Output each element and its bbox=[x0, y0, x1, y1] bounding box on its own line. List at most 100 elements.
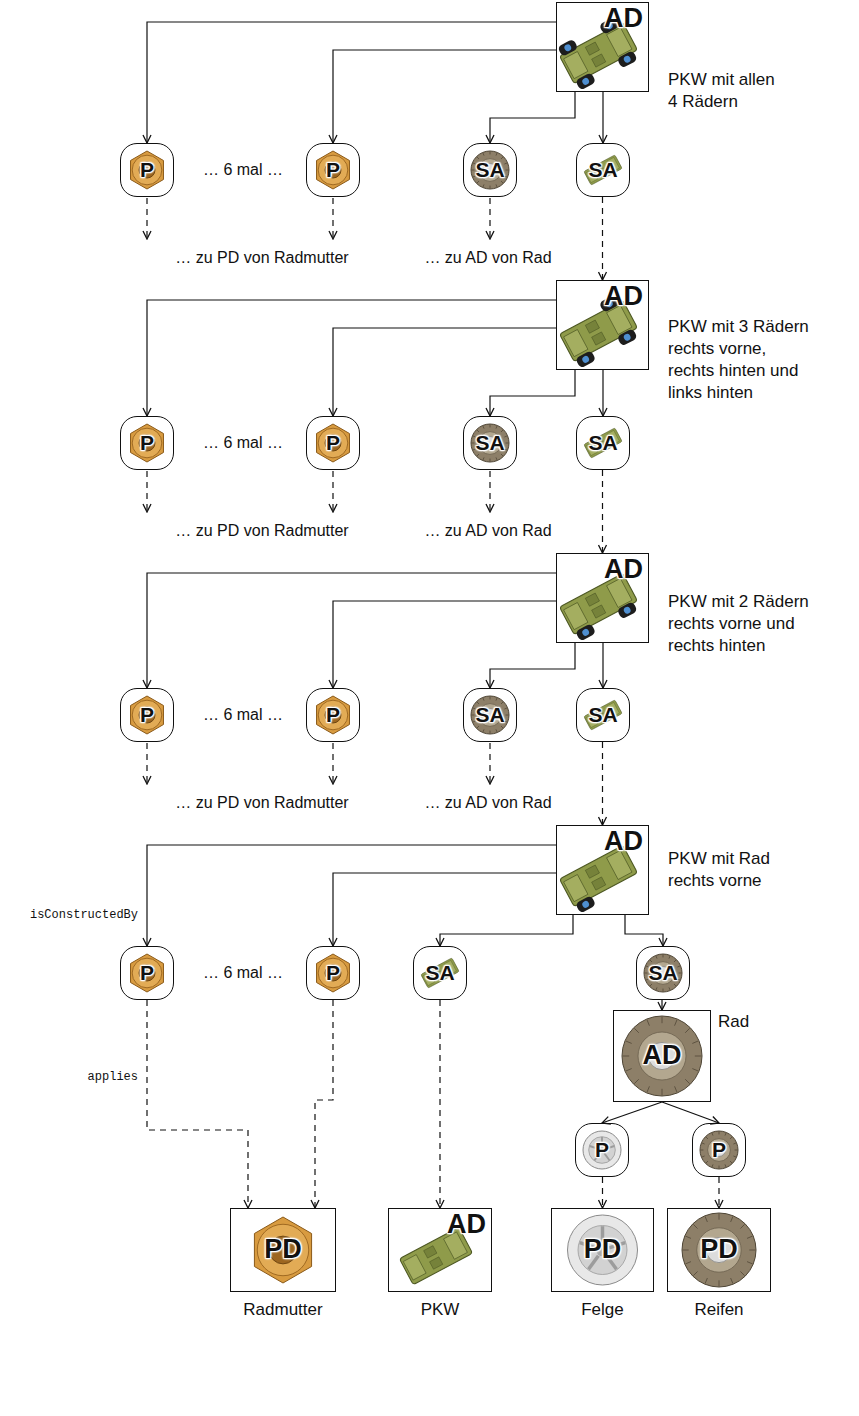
tire-tread bbox=[700, 1150, 703, 1151]
tire-tread bbox=[719, 1131, 720, 1134]
applies-arrow bbox=[718, 1177, 719, 1208]
tire-body bbox=[700, 1131, 738, 1169]
text-slot: AD bbox=[604, 827, 643, 857]
tire-tread bbox=[490, 151, 491, 154]
sub-assembly-occurrence: SA bbox=[576, 688, 630, 742]
tire-tread bbox=[504, 708, 507, 709]
tire-tread bbox=[504, 176, 507, 177]
tire-tread bbox=[735, 1150, 738, 1151]
tire-tread bbox=[702, 1143, 705, 1144]
reference-note: … 6 mal … bbox=[201, 161, 285, 179]
sub-assembly-occurrence: SA bbox=[413, 946, 467, 1000]
node-type-label: AD bbox=[447, 1210, 486, 1240]
nut-illustration bbox=[317, 424, 350, 462]
node-type-label: P bbox=[712, 1138, 726, 1161]
composition-arrow bbox=[602, 1102, 662, 1123]
tire-tread bbox=[496, 698, 497, 701]
node-type-label: SA bbox=[475, 158, 504, 181]
nut-illustration bbox=[317, 696, 350, 734]
car-wheel bbox=[617, 50, 638, 68]
tire-tread bbox=[686, 1262, 691, 1264]
part-occurrence: P bbox=[120, 416, 174, 470]
car-illustration bbox=[584, 700, 622, 730]
node-type-label: SA bbox=[588, 431, 617, 454]
car-wheel bbox=[575, 895, 596, 913]
nut-illustration bbox=[131, 696, 164, 734]
nut-illustration bbox=[131, 151, 164, 189]
tire-tread bbox=[647, 1020, 649, 1026]
nut-body bbox=[131, 696, 164, 734]
tire-tread bbox=[692, 1041, 698, 1043]
composition-arrow bbox=[602, 92, 603, 143]
node-type-label: PD bbox=[584, 1235, 622, 1265]
car-wheel bbox=[575, 350, 596, 368]
text-slot: SA bbox=[577, 144, 629, 196]
label-holder: … 6 mal … bbox=[201, 434, 285, 452]
tire-tread bbox=[705, 1278, 707, 1283]
tire-tread bbox=[504, 163, 507, 164]
assembly-definition-box: ADPKW bbox=[388, 1208, 492, 1292]
car-illustration bbox=[584, 155, 622, 185]
nut-illustration bbox=[317, 151, 350, 189]
tire-tread bbox=[662, 1089, 663, 1095]
car-hood bbox=[564, 330, 588, 357]
tire-tread bbox=[623, 1056, 629, 1057]
text-slot: Reifen bbox=[638, 1299, 800, 1321]
part-definition-box: PDRadmutter bbox=[230, 1208, 336, 1292]
node-type-label: P bbox=[140, 431, 154, 454]
node-type-label: AD bbox=[604, 282, 643, 312]
tire-tread bbox=[705, 1217, 707, 1222]
tire-tread bbox=[504, 449, 507, 450]
car-wheel bbox=[557, 39, 578, 57]
node-type-label: SA bbox=[475, 703, 504, 726]
car-body bbox=[584, 700, 622, 730]
node-type-label: P bbox=[140, 158, 154, 181]
car-wheel-hub bbox=[581, 900, 590, 909]
car-seat bbox=[585, 593, 599, 606]
car-seat bbox=[585, 320, 599, 333]
text-slot: SA bbox=[637, 947, 689, 999]
tire-tread bbox=[669, 956, 670, 959]
tire-tread bbox=[496, 153, 497, 156]
car-seat bbox=[592, 332, 606, 345]
reference-note: … zu AD von Rad bbox=[422, 794, 553, 812]
assembly-definition-box: ADPKW mit 3 Rädern rechts vorne, rechts … bbox=[556, 280, 649, 370]
tire-tread bbox=[634, 1079, 639, 1084]
text-slot: PKW bbox=[359, 1299, 521, 1321]
nut-ring bbox=[132, 155, 162, 185]
tire-tread bbox=[685, 1028, 690, 1033]
part-occurrence: P bbox=[306, 143, 360, 197]
nut-illustration bbox=[131, 954, 164, 992]
edge-label-holder: applies bbox=[86, 1070, 140, 1084]
car-wheel bbox=[575, 623, 596, 641]
text-slot: P bbox=[307, 689, 359, 741]
composition-arrow bbox=[333, 601, 556, 688]
car-hood bbox=[564, 875, 588, 902]
tire-tread bbox=[730, 1137, 732, 1139]
text-slot: PD bbox=[231, 1209, 335, 1291]
tire-tread bbox=[634, 1028, 639, 1033]
node-type-label: PD bbox=[264, 1235, 302, 1265]
part-definition-box: PDReifen bbox=[667, 1208, 771, 1292]
continuation-arrow bbox=[332, 743, 333, 784]
rim-inner bbox=[578, 1226, 627, 1275]
tire-tread bbox=[656, 987, 657, 990]
tire-tread bbox=[692, 1069, 698, 1071]
composition-arrow bbox=[147, 300, 556, 416]
nut-ring bbox=[132, 958, 162, 988]
car-wheel-hub bbox=[581, 77, 590, 86]
nut-body bbox=[131, 151, 164, 189]
node-caption: Reifen bbox=[638, 1299, 800, 1321]
composition-arrow bbox=[440, 915, 573, 946]
reference-note: … zu AD von Rad bbox=[422, 522, 553, 540]
applies-arrow bbox=[315, 1000, 333, 1208]
relation-name: applies bbox=[86, 1070, 140, 1084]
tire-tread bbox=[677, 979, 680, 980]
composition-arrow bbox=[333, 873, 556, 946]
text-slot: AD bbox=[604, 555, 643, 585]
tire-tread bbox=[662, 1017, 663, 1023]
continuation-arrow bbox=[332, 198, 333, 239]
